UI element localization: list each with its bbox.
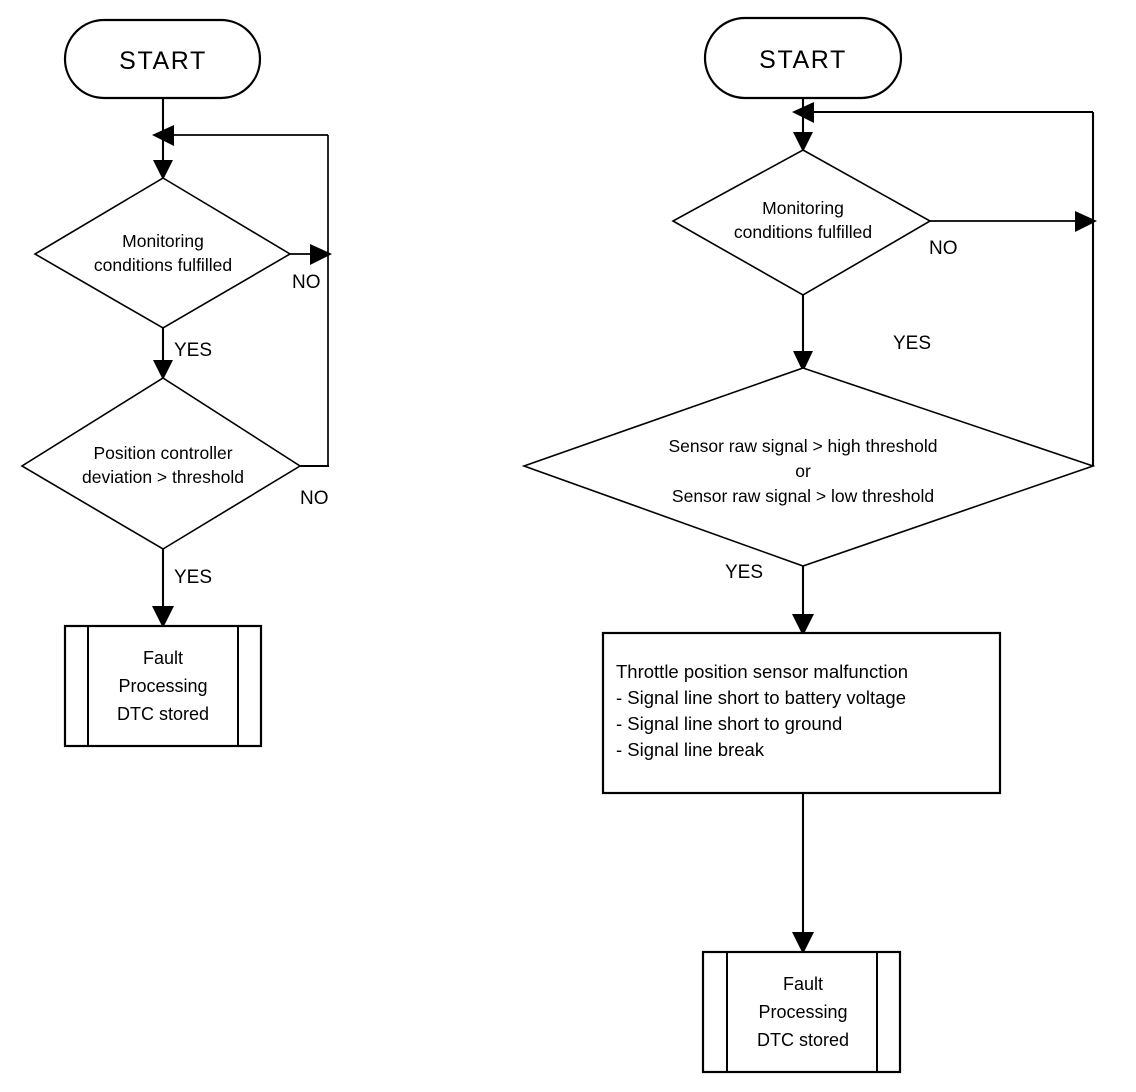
right-decision2-node[interactable]: Sensor raw signal > high threshold or Se…: [521, 367, 1096, 567]
right-fault-node[interactable]: Fault Processing DTC stored: [701, 950, 902, 1074]
left-flowchart: START Monitoring conditions fulfilled NO: [20, 18, 332, 748]
right-malfunction-line3: - Signal line short to ground: [616, 713, 842, 734]
left-decision1-node[interactable]: Monitoring conditions fulfilled: [33, 177, 292, 329]
left-arrow-into-fault: [152, 606, 174, 628]
right-malfunction-node[interactable]: Throttle position sensor malfunction - S…: [601, 631, 1002, 795]
right-malfunction-line2: - Signal line short to battery voltage: [616, 687, 906, 708]
left-fault-line1: Fault: [143, 648, 183, 668]
right-decision2-yes-label: YES: [725, 562, 763, 583]
right-start-label: START: [759, 46, 847, 74]
left-decision2-line1: Position controller: [93, 443, 232, 463]
left-arrow-into-decision2: [153, 360, 173, 380]
right-decision1-yes-label: YES: [893, 333, 931, 354]
right-fault-shape: [701, 950, 902, 1074]
left-fault-shape: [63, 624, 263, 748]
right-arrow-into-decision1: [793, 132, 813, 152]
right-decision1-no-label: NO: [929, 238, 958, 259]
right-arrow-decision1-no: [1075, 211, 1097, 232]
left-start-label: START: [119, 47, 207, 75]
left-decision1-no-label: NO: [292, 272, 321, 293]
right-arrow-into-malfunction: [792, 614, 814, 636]
left-decision2-yes-label: YES: [174, 567, 212, 588]
right-decision1-line2: conditions fulfilled: [734, 222, 872, 242]
right-malfunction-line1: Throttle position sensor malfunction: [616, 661, 908, 682]
right-flowchart: START Monitoring conditions fulfilled NO: [521, 16, 1097, 1074]
right-arrow-loopback-into-trunk: [792, 102, 814, 123]
right-decision1-node[interactable]: Monitoring conditions fulfilled: [671, 149, 932, 296]
left-decision1-shape: [33, 177, 292, 329]
left-decision1-line2: conditions fulfilled: [94, 255, 232, 275]
left-decision1-yes-label: YES: [174, 340, 212, 361]
right-arrow-into-decision2: [793, 351, 813, 372]
left-arrow-loopback-into-trunk: [152, 125, 174, 146]
left-decision2-shape: [20, 377, 302, 550]
right-decision1-line1: Monitoring: [762, 198, 844, 218]
right-fault-line2: Processing: [758, 1002, 847, 1022]
left-fault-node[interactable]: Fault Processing DTC stored: [63, 624, 263, 748]
right-fault-line1: Fault: [783, 974, 823, 994]
left-fault-line3: DTC stored: [117, 704, 209, 724]
right-malfunction-line4: - Signal line break: [616, 739, 765, 760]
left-start-node[interactable]: START: [63, 18, 262, 100]
left-decision2-line2: deviation > threshold: [82, 467, 244, 487]
right-malfunction-shape: [601, 631, 1002, 795]
left-decision2-no-label: NO: [300, 488, 329, 509]
right-fault-line3: DTC stored: [757, 1030, 849, 1050]
right-decision2-line1: Sensor raw signal > high threshold: [669, 436, 938, 456]
right-decision2-line2: or: [795, 461, 811, 481]
left-fault-line2: Processing: [118, 676, 207, 696]
right-start-node[interactable]: START: [703, 16, 903, 100]
left-decision2-node[interactable]: Position controller deviation > threshol…: [20, 377, 302, 550]
left-arrow-decision1-no: [310, 244, 332, 265]
left-decision1-line1: Monitoring: [122, 231, 204, 251]
right-arrow-into-fault: [792, 932, 814, 954]
left-arrow-into-decision1: [153, 160, 173, 180]
right-decision2-line3: Sensor raw signal > low threshold: [672, 486, 934, 506]
